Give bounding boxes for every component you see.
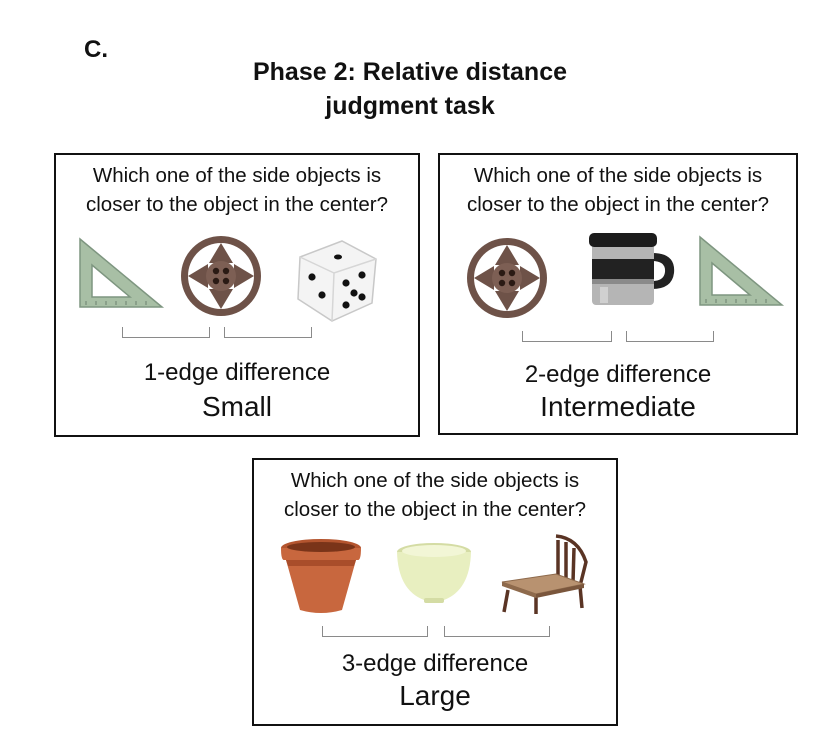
travel-mug-icon [586,227,682,317]
panel-question: Which one of the side objects is closer … [254,466,616,524]
question-line1: Which one of the side objects is [254,466,616,495]
panel-question: Which one of the side objects is closer … [56,161,418,219]
figure-title-line1: Phase 2: Relative distance [200,55,620,89]
distance-bracket-left [522,331,612,342]
set-square-icon [694,233,786,309]
panel-question: Which one of the side objects is closer … [440,161,796,219]
question-line1: Which one of the side objects is [440,161,796,190]
figure-title-line2: judgment task [200,89,620,123]
distance-bracket-left [122,327,210,338]
distance-bracket-right [444,626,550,637]
distance-bracket-left [322,626,428,637]
figure-title: Phase 2: Relative distance judgment task [200,55,620,123]
set-square-icon [74,235,166,311]
panel-large: Which one of the side objects is closer … [252,458,618,726]
chair-icon [496,532,592,616]
difficulty-label: Intermediate [440,391,796,423]
distance-bracket-right [224,327,312,338]
edge-difference-label: 2-edge difference [440,361,796,389]
edge-difference-label: 3-edge difference [254,650,616,678]
panel-small: Which one of the side objects is closer … [54,153,420,437]
question-line2: closer to the object in the center? [440,190,796,219]
question-line1: Which one of the side objects is [56,161,418,190]
question-line2: closer to the object in the center? [56,190,418,219]
distance-bracket-right [626,331,714,342]
difficulty-label: Small [56,391,418,423]
dice-icon [292,233,382,325]
panel-letter: C. [84,36,108,64]
bowl-icon [394,540,474,606]
difficulty-label: Large [254,680,616,712]
question-line2: closer to the object in the center? [254,495,616,524]
edge-difference-label: 1-edge difference [56,359,418,387]
flower-pot-icon [278,536,364,616]
panel-intermediate: Which one of the side objects is closer … [438,153,798,435]
film-reel-icon [178,233,264,319]
film-reel-icon [464,235,550,321]
